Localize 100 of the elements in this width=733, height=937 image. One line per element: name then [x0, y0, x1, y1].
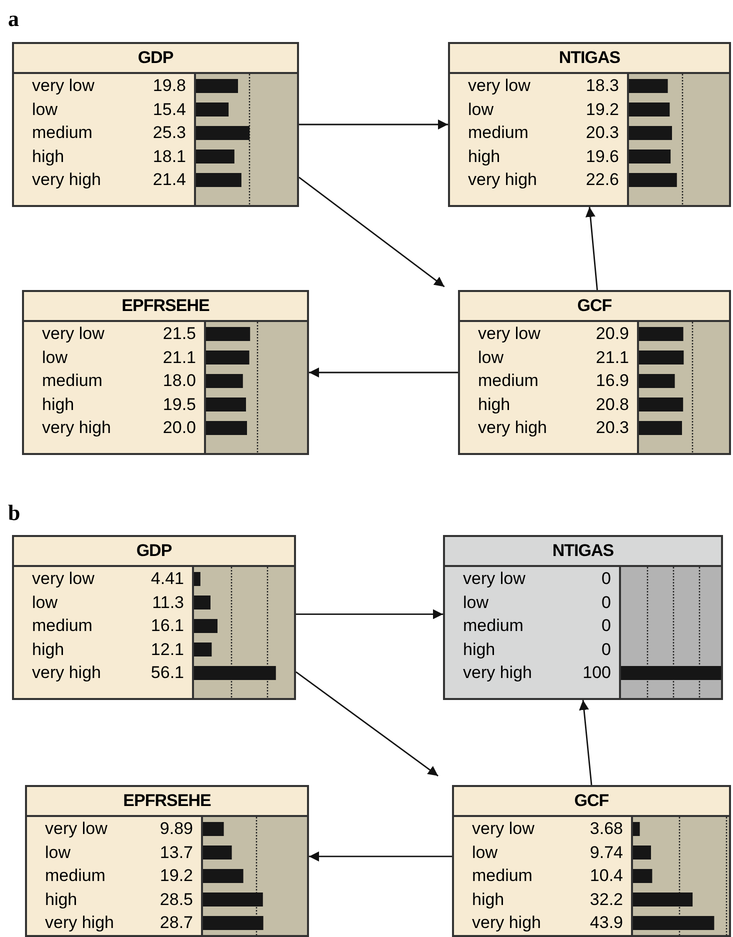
- state-label: medium: [472, 866, 532, 886]
- panel-label: a: [8, 8, 19, 30]
- node-box: [22, 290, 309, 455]
- state-label: medium: [32, 123, 92, 143]
- node-box: [25, 785, 309, 937]
- state-label: low: [472, 842, 498, 862]
- probability-value: 0: [602, 569, 611, 589]
- state-label: low: [32, 592, 58, 612]
- node-title: EPFRSEHE: [123, 791, 211, 811]
- state-label: very high: [478, 418, 547, 438]
- node-box: [448, 42, 731, 207]
- state-label: very low: [32, 76, 94, 96]
- state-label: very high: [463, 663, 532, 683]
- state-label: low: [45, 842, 71, 862]
- probability-value: 21.1: [162, 348, 196, 368]
- state-label: high: [463, 640, 496, 660]
- state-label: very high: [472, 913, 541, 933]
- state-label: very high: [468, 170, 537, 190]
- probability-value: 100: [582, 663, 611, 683]
- probability-value: 43.9: [590, 913, 623, 933]
- probability-value: 9.74: [590, 842, 623, 862]
- node-title: GCF: [577, 296, 612, 316]
- arrow: [296, 609, 443, 620]
- probability-value: 10.4: [590, 866, 623, 886]
- state-label: high: [472, 890, 504, 910]
- probability-value: 22.6: [586, 170, 619, 190]
- state-label: very high: [42, 418, 111, 438]
- state-label: very low: [463, 569, 526, 589]
- state-label: medium: [468, 123, 528, 143]
- state-label: very low: [32, 569, 94, 589]
- node-title: EPFRSEHE: [122, 296, 210, 316]
- node-box: [452, 785, 731, 937]
- state-label: low: [32, 100, 58, 120]
- probability-value: 18.1: [152, 146, 186, 166]
- node-box: [458, 290, 731, 455]
- probability-value: 20.9: [596, 324, 629, 344]
- state-label: high: [32, 640, 64, 660]
- probability-value: 19.2: [586, 100, 619, 120]
- arrow: [579, 700, 592, 786]
- probability-value: 0: [602, 616, 611, 636]
- arrow: [296, 671, 438, 776]
- arrow: [309, 368, 458, 378]
- state-label: low: [478, 348, 504, 368]
- probability-value: 32.2: [590, 890, 623, 910]
- state-label: medium: [463, 616, 524, 636]
- state-label: high: [45, 890, 78, 910]
- node-box: [12, 42, 299, 207]
- state-label: high: [32, 146, 64, 166]
- state-label: very low: [472, 819, 534, 839]
- probability-value: 12.1: [150, 640, 184, 660]
- probability-value: 20.3: [596, 418, 629, 438]
- probability-value: 19.5: [162, 394, 196, 414]
- probability-value: 20.3: [586, 123, 619, 143]
- state-label: low: [463, 592, 489, 612]
- probability-value: 15.4: [152, 100, 186, 120]
- probability-value: 56.1: [150, 663, 184, 683]
- arrow: [309, 851, 452, 862]
- state-label: very high: [45, 913, 114, 933]
- state-label: low: [42, 348, 68, 368]
- probability-value: 28.7: [160, 913, 193, 933]
- probability-value: 18.3: [586, 76, 619, 96]
- probability-value: 19.6: [586, 146, 619, 166]
- node-title: NTIGAS: [558, 48, 620, 68]
- arrow: [299, 120, 448, 130]
- probability-value: 18.0: [162, 371, 196, 391]
- probability-value: 4.41: [150, 569, 184, 589]
- state-label: high: [478, 394, 510, 414]
- state-label: very low: [45, 819, 108, 839]
- probability-value: 19.8: [152, 76, 186, 96]
- state-label: very low: [42, 324, 104, 344]
- probability-value: 25.3: [152, 123, 186, 143]
- probability-value: 19.2: [160, 866, 193, 886]
- probability-value: 0: [602, 640, 611, 660]
- probability-value: 28.5: [160, 890, 193, 910]
- state-label: high: [468, 146, 500, 166]
- probability-value: 20.0: [162, 418, 196, 438]
- arrow: [585, 206, 598, 290]
- panel-label: b: [8, 502, 20, 524]
- probability-value: 21.1: [596, 348, 629, 368]
- node-title: GCF: [574, 791, 609, 811]
- probability-value: 13.7: [160, 842, 193, 862]
- probability-value: 21.5: [162, 324, 196, 344]
- state-label: medium: [32, 616, 92, 636]
- probability-value: 21.4: [152, 170, 186, 190]
- probability-value: 3.68: [590, 819, 623, 839]
- state-label: low: [468, 100, 494, 120]
- arrow: [298, 176, 445, 288]
- state-label: very low: [478, 324, 540, 344]
- probability-value: 11.3: [152, 592, 184, 612]
- state-label: medium: [45, 866, 106, 886]
- node-box: [12, 535, 296, 700]
- state-label: medium: [42, 371, 102, 391]
- node-title: GDP: [138, 48, 174, 68]
- state-label: medium: [478, 371, 538, 391]
- probability-value: 16.9: [596, 371, 629, 391]
- probability-value: 0: [602, 592, 611, 612]
- state-label: very high: [32, 170, 101, 190]
- probability-value: 20.8: [596, 394, 629, 414]
- node-title: NTIGAS: [552, 541, 614, 561]
- state-label: high: [42, 394, 74, 414]
